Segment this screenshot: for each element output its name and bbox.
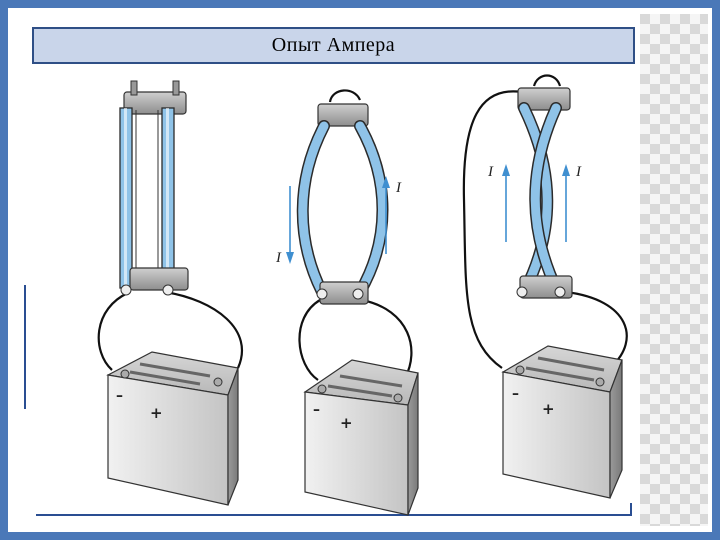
bottom-accent-tick	[630, 503, 632, 516]
current-arrow-up	[502, 164, 510, 242]
battery-right: – +	[501, 345, 623, 499]
slide-title: Опыт Ампера	[271, 34, 396, 56]
setup-same-currents: I I – +	[462, 74, 628, 499]
current-label: I	[275, 250, 282, 266]
plus-sign: +	[150, 404, 163, 422]
plus-sign: +	[542, 400, 555, 418]
bottom-clamp	[129, 267, 189, 291]
connecting-wire	[462, 90, 628, 369]
battery-middle: – +	[303, 359, 419, 516]
setup-no-current: – +	[97, 80, 244, 506]
connecting-wire	[298, 298, 413, 381]
plus-sign: +	[340, 414, 353, 432]
left-accent-line	[24, 285, 26, 409]
current-label: I	[395, 180, 402, 196]
current-label: I	[487, 164, 494, 180]
current-arrow-up	[562, 164, 570, 242]
current-label: I	[575, 164, 582, 180]
connecting-wire	[97, 290, 244, 371]
title-bar: Опыт Ампера	[32, 27, 635, 64]
setup-opposite-currents: I I – +	[275, 89, 419, 516]
minus-sign: –	[116, 388, 123, 404]
minus-sign: –	[512, 386, 519, 402]
top-clamp	[317, 103, 369, 127]
minus-sign: –	[313, 402, 320, 418]
bottom-accent-line	[36, 514, 632, 516]
current-arrow-up	[382, 176, 390, 254]
current-arrow-down	[286, 186, 294, 264]
battery-left: – +	[106, 351, 239, 506]
decorative-pattern-strip	[640, 14, 708, 526]
